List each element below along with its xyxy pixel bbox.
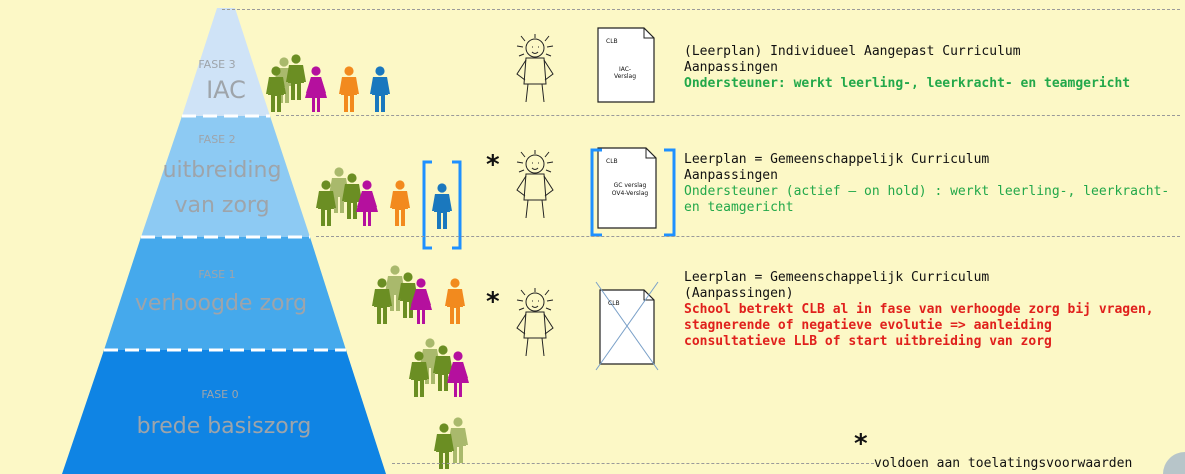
description-line: Aanpassingen <box>684 168 778 183</box>
asterisk-fase1: * <box>486 287 500 317</box>
doc2-label: CLB <box>606 158 618 165</box>
fase2-name-line1: uitbreiding <box>162 158 282 183</box>
male-person-icon <box>432 183 452 229</box>
male-person-icon <box>409 351 429 397</box>
fase2-label: FASE 2 <box>198 133 236 146</box>
pyramid-fase3 <box>182 8 270 116</box>
bracket-group <box>422 160 462 250</box>
document-icon <box>597 27 655 103</box>
female-person-icon <box>447 351 469 397</box>
doc2-body-line1: GC verslag <box>613 182 647 189</box>
separator-bottom <box>392 463 874 464</box>
description-line: (Aanpassingen) <box>684 286 794 301</box>
doc1-label: CLB <box>606 38 618 45</box>
description-line: Aanpassingen <box>684 60 778 75</box>
fase1-label: FASE 1 <box>198 268 236 281</box>
ondersteuner-sketch-icon <box>516 288 554 357</box>
pyramid-fase1 <box>104 237 346 350</box>
female-person-icon <box>356 180 378 226</box>
description-line: Leerplan = Gemeenschappelijk Curriculum <box>684 270 990 285</box>
male-person-icon <box>372 278 392 324</box>
clb-documents <box>595 27 659 371</box>
male-person-icon <box>370 66 390 112</box>
description-line: Leerplan = Gemeenschappelijk Curriculum <box>684 152 990 167</box>
separator-fase3 <box>276 115 1180 116</box>
doc1-body-line2: Verslag <box>613 73 637 80</box>
footnote-text: voldoen aan toelatingsvoorwaarden <box>874 456 1133 471</box>
male-person-icon <box>342 173 362 219</box>
asterisk-footnote: * <box>854 429 868 459</box>
pyramid-fase2 <box>141 116 310 237</box>
fase3-label: FASE 3 <box>198 58 236 71</box>
people-groups <box>266 54 469 469</box>
corner-decoration <box>1163 452 1185 474</box>
description-fase1: Leerplan = Gemeenschappelijk Curriculum … <box>684 270 1154 350</box>
male-person-icon <box>390 180 410 226</box>
fase2-name-line2: van zorg <box>174 193 270 218</box>
male-person-icon <box>434 423 454 469</box>
clb-note: School betrekt CLB al in fase van verhoo… <box>684 302 1154 349</box>
description-fase3: (Leerplan) Individueel Aangepast Curricu… <box>684 44 1179 92</box>
ondersteuner-sketch-icon <box>516 34 554 103</box>
male-person-icon <box>445 278 465 324</box>
fase0-label: FASE 0 <box>201 388 239 401</box>
ondersteuner-figures <box>516 34 554 357</box>
ondersteuner-note: Ondersteuner (actief – on hold) : werkt … <box>684 184 1170 215</box>
description-line: (Leerplan) Individueel Aangepast Curricu… <box>684 44 1021 59</box>
doc-bracket <box>590 148 676 237</box>
fase3-name: IAC <box>206 76 246 104</box>
male-person-icon <box>266 66 286 112</box>
description-fase2: Leerplan = Gemeenschappelijk Curriculum … <box>684 152 1179 216</box>
separator-top <box>222 9 1180 10</box>
ondersteuner-sketch-icon <box>516 150 554 219</box>
asterisk-fase2: * <box>486 150 500 180</box>
doc3-label: CLB <box>608 300 620 307</box>
document-icon <box>595 281 659 371</box>
male-person-icon <box>316 180 336 226</box>
male-person-icon <box>339 66 359 112</box>
female-person-icon <box>410 278 432 324</box>
doc2-body-line2: OV4-Verslag <box>611 190 649 197</box>
fase0-name: brede basiszorg <box>136 414 312 439</box>
separator-fase2 <box>316 236 1180 237</box>
female-person-icon <box>305 66 327 112</box>
male-person-icon <box>286 54 306 100</box>
pyramid-fase0 <box>62 350 386 474</box>
fase1-name: verhoogde zorg <box>134 291 308 316</box>
document-icon <box>597 147 657 229</box>
doc1-body-line1: IAC- <box>618 66 632 73</box>
ondersteuner-note: Ondersteuner: werkt leerling-, leerkrach… <box>684 76 1131 91</box>
